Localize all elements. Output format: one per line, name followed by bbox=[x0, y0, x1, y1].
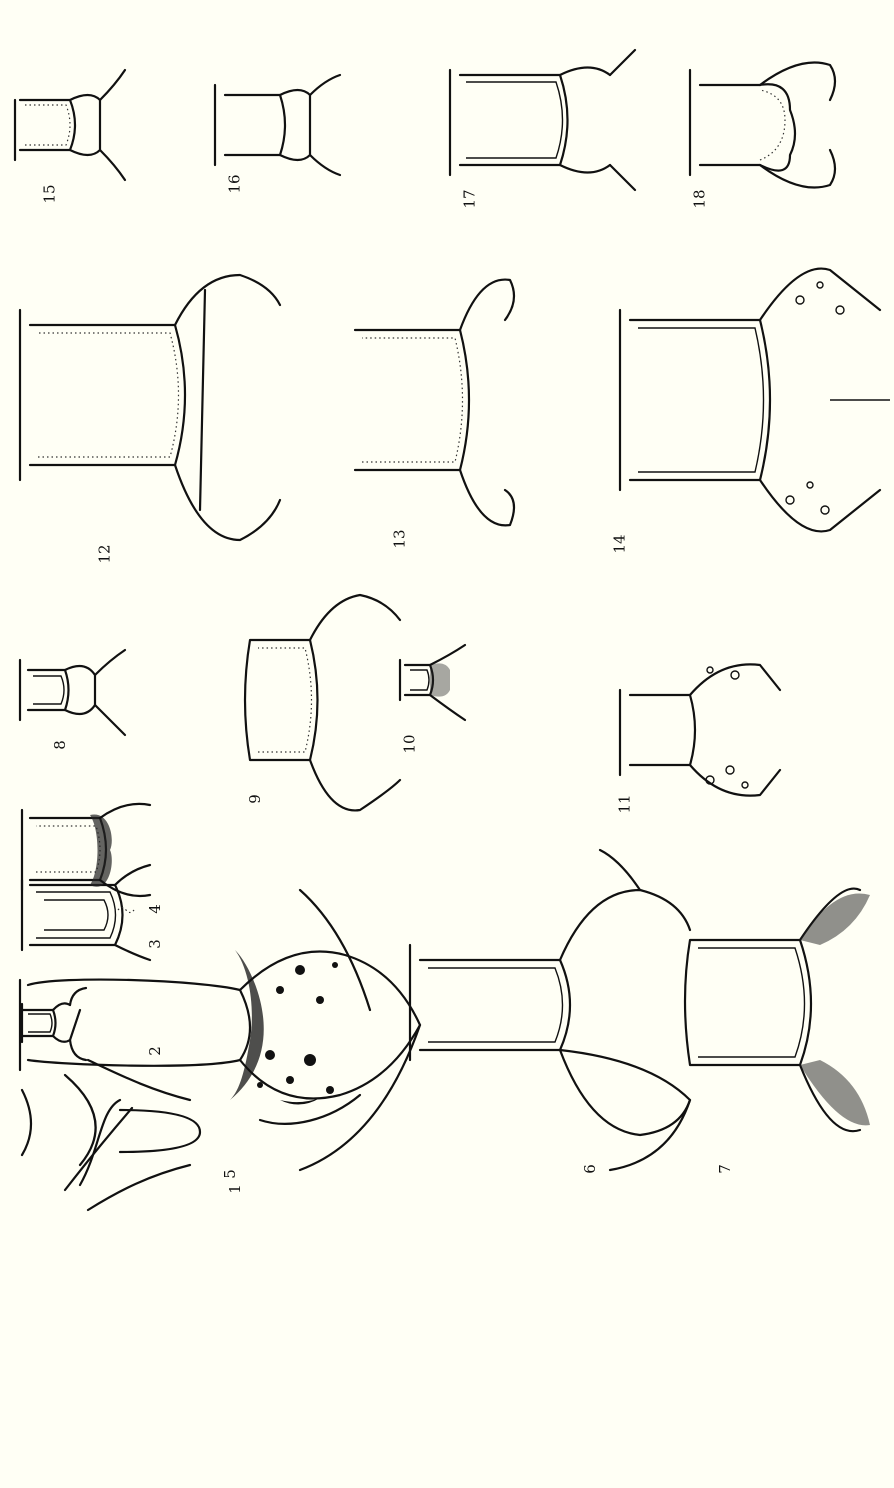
figure-18-drawing bbox=[690, 63, 835, 188]
figure-number-12: 12 bbox=[96, 544, 114, 563]
figure-number-16: 16 bbox=[226, 174, 244, 193]
figure-number-9: 9 bbox=[246, 794, 264, 804]
figure-14-drawing bbox=[620, 269, 890, 532]
figure-number-3: 3 bbox=[146, 939, 164, 949]
figure-1-drawing bbox=[22, 1060, 200, 1210]
figure-4-drawing bbox=[22, 804, 150, 896]
figure-number-4: 4 bbox=[146, 904, 164, 914]
figure-6-drawing bbox=[410, 850, 690, 1170]
figure-number-10: 10 bbox=[401, 734, 419, 753]
figure-8-drawing bbox=[20, 650, 125, 735]
figure-number-6: 6 bbox=[581, 1164, 599, 1174]
figure-number-15: 15 bbox=[41, 184, 59, 203]
figure-15-drawing bbox=[15, 70, 125, 180]
figure-number-18: 18 bbox=[691, 189, 709, 208]
figure-number-7: 7 bbox=[716, 1164, 734, 1174]
figure-11-drawing bbox=[620, 664, 780, 795]
figure-number-8: 8 bbox=[51, 740, 69, 750]
figure-2-drawing bbox=[22, 988, 86, 1060]
figure-number-17: 17 bbox=[461, 189, 479, 208]
figure-number-14: 14 bbox=[611, 534, 629, 553]
figure-12-drawing bbox=[20, 275, 280, 540]
figure-17-drawing bbox=[450, 50, 635, 190]
figure-9-drawing bbox=[245, 595, 400, 810]
figure-number-5: 5 bbox=[221, 1169, 239, 1179]
figure-5-drawing bbox=[20, 890, 420, 1170]
figure-10-drawing bbox=[400, 645, 465, 720]
figure-16-drawing bbox=[215, 75, 340, 175]
figure-13-drawing bbox=[355, 280, 514, 526]
figure-number-1: 1 bbox=[226, 1184, 244, 1194]
figure-number-13: 13 bbox=[391, 529, 409, 548]
figure-7-drawing bbox=[685, 889, 870, 1132]
figure-number-2: 2 bbox=[146, 1046, 164, 1056]
figure-number-11: 11 bbox=[616, 794, 634, 813]
